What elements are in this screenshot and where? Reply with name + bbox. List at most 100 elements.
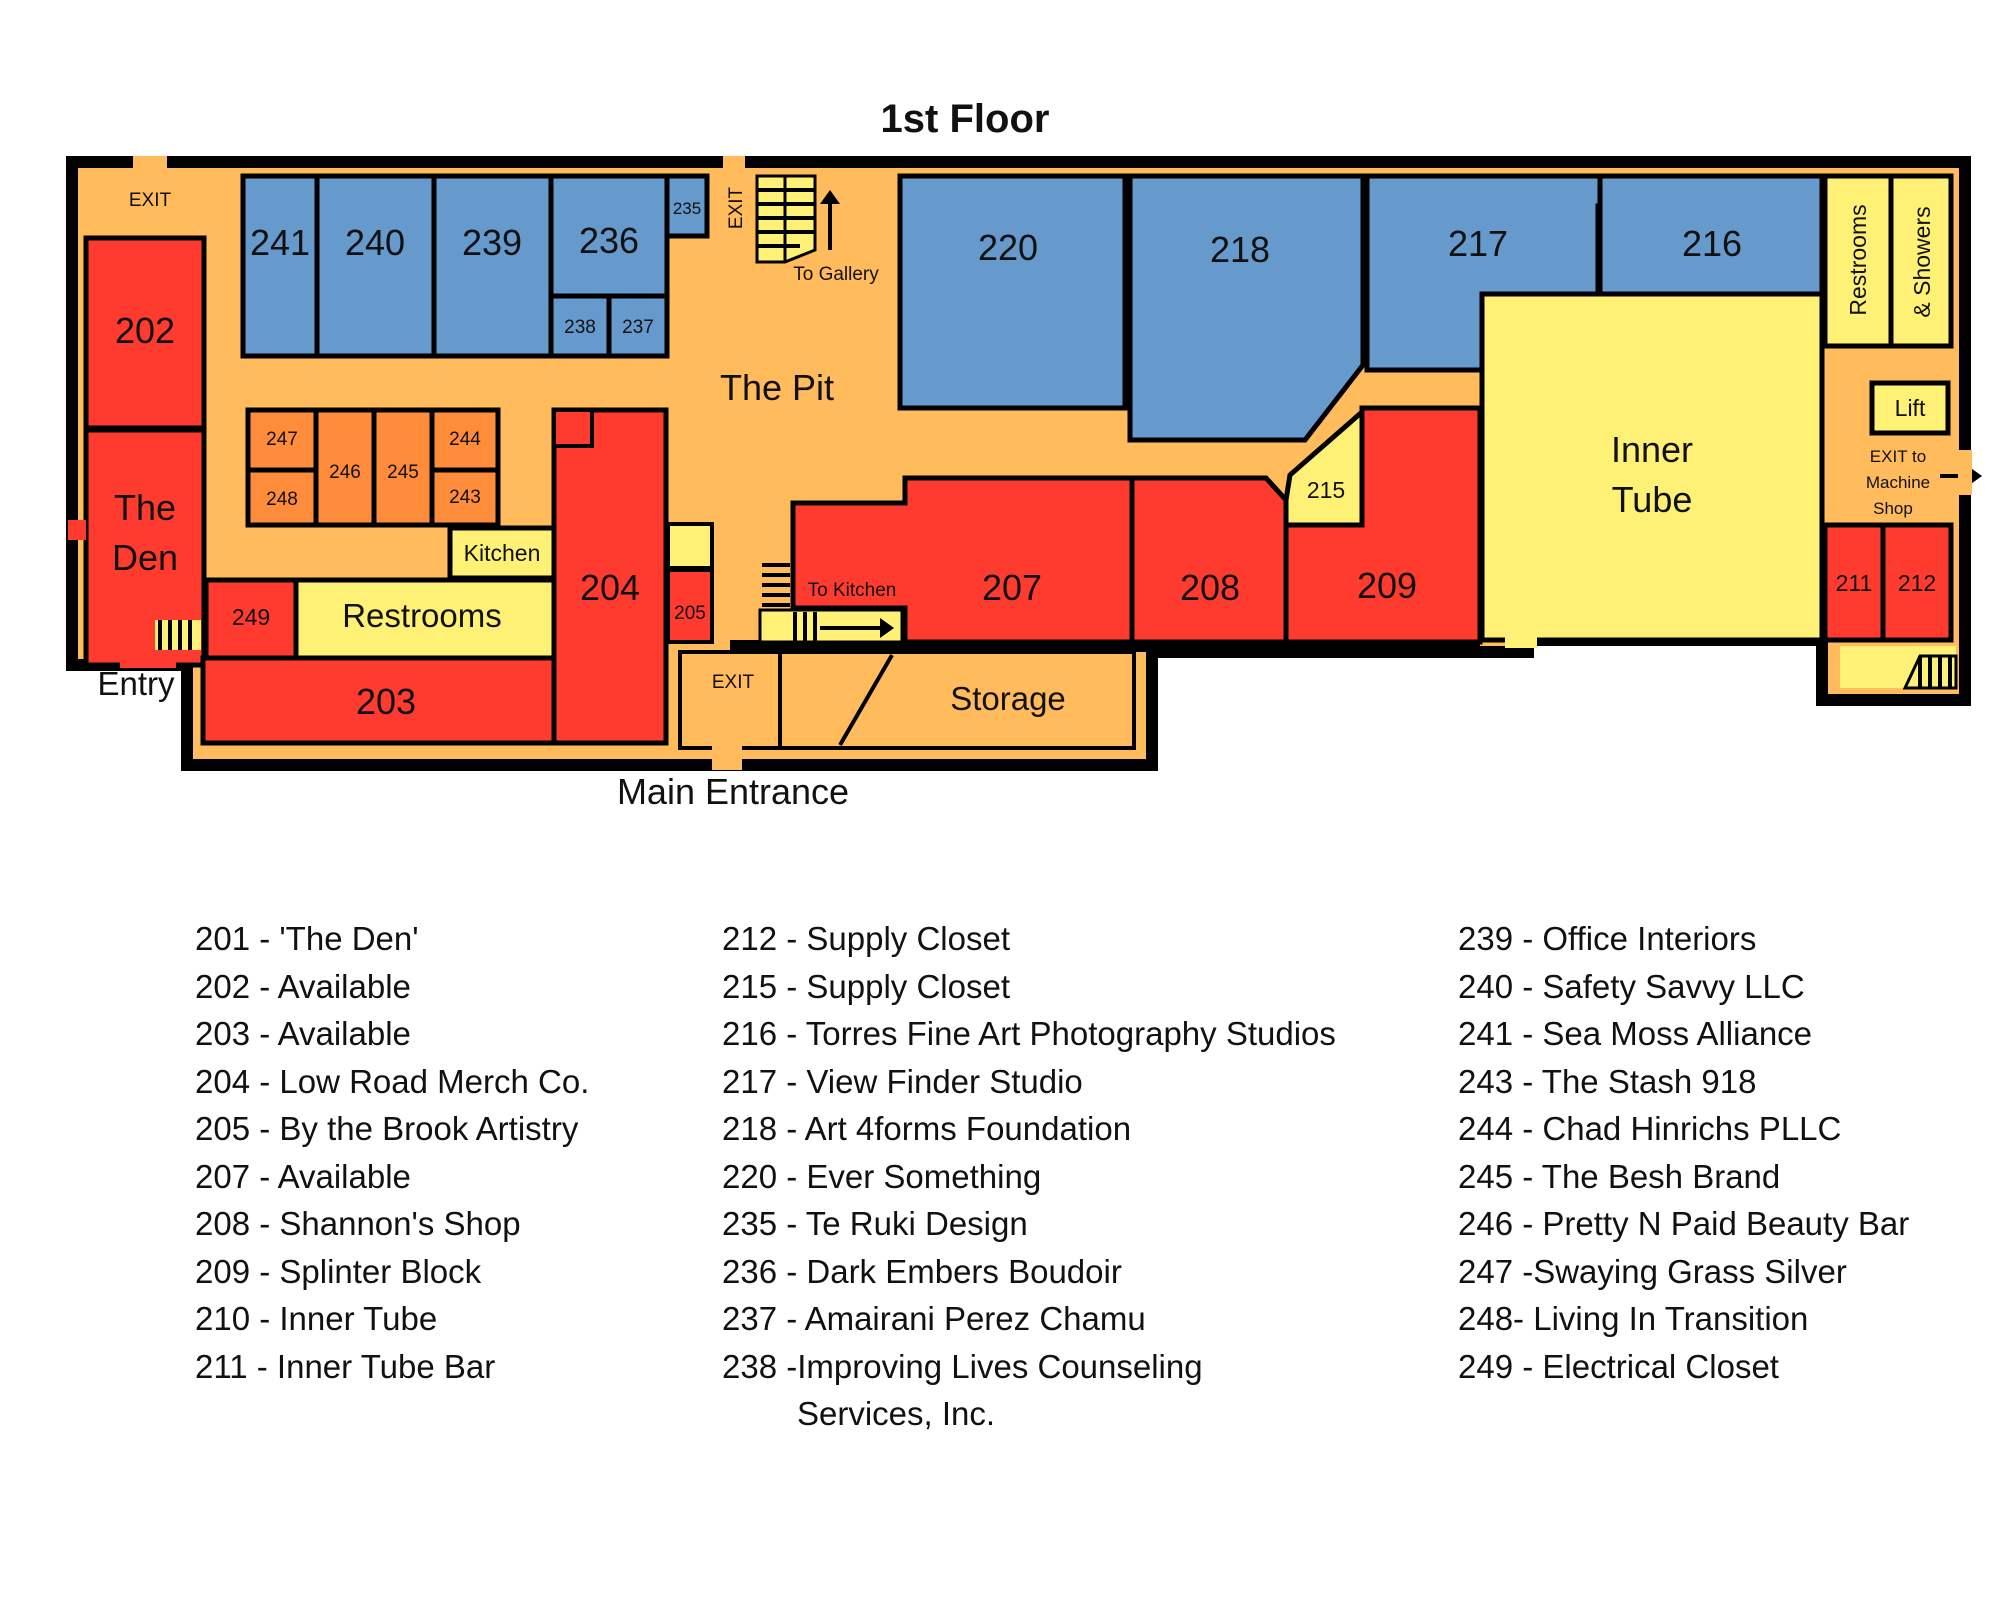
room-241[interactable] [240,173,320,359]
room-245-label: 245 [387,462,419,483]
room-220[interactable] [897,173,1128,411]
inner-tube-label-2: Tube [1612,479,1693,520]
legend-item: 210 - Inner Tube [195,1300,438,1337]
restrooms-right-label: Restrooms [1845,204,1871,315]
exit-top-left-label: EXIT [129,190,172,211]
to-gallery-label: To Gallery [793,264,879,285]
legend-item: 240 - Safety Savvy LLC [1458,967,1805,1005]
room-237[interactable] [606,293,670,359]
showers-right-label: & Showers [1909,206,1935,317]
lift[interactable] [1869,380,1951,436]
room-243[interactable] [429,467,501,528]
yellow-closet-205 [666,522,714,570]
gallery-stairs-icon [755,174,817,264]
room-208-label: 208 [1180,567,1240,608]
legend-item: 235 - Te Ruki Design [722,1205,1028,1242]
legend-item: 209 - Splinter Block [195,1252,482,1290]
room-240-label: 240 [345,222,405,263]
room-208[interactable] [1129,475,1289,645]
room-212-label: 212 [1898,570,1936,596]
storage-label: Storage [950,680,1066,717]
room-211[interactable] [1822,522,1886,643]
room-243-label: 243 [449,487,481,508]
room-216[interactable] [1597,173,1825,297]
room-205[interactable] [666,568,714,644]
legend-item: 201 - 'The Den' [195,920,419,957]
room-203-label: 203 [356,681,416,722]
exit-machine-label-3: Shop [1873,499,1913,518]
entry-label: Entry [97,665,175,702]
room-245[interactable] [371,407,435,528]
legend-item: 245 - The Besh Brand [1458,1157,1781,1195]
storage-divider [838,653,894,747]
room-204-alcove [552,408,594,448]
room-202[interactable] [83,235,207,431]
legend-item: 208 - Shannon's Shop [195,1205,521,1242]
stairs-bottom-right-icon [1840,646,1958,690]
room-218-label: 218 [1210,229,1270,270]
room-235-label: 235 [673,199,701,218]
room-202-label: 202 [115,310,175,351]
legend-item: 236 - Dark Embers Boudoir [722,1252,1122,1290]
room-203[interactable] [200,655,557,746]
legend-item: 239 - Office Interiors [1458,920,1757,957]
exit-machine-label-2: Machine [1866,473,1930,492]
legend-item: 212 - Supply Closet [722,920,1010,957]
room-248[interactable] [245,467,319,528]
legend-item: 241 - Sea Moss Alliance [1458,1015,1813,1052]
legend-item: 247 -Swaying Grass Silver [1458,1252,1847,1290]
legend-item-continuation: Services, Inc. [797,1395,996,1432]
exit-bottom-area[interactable] [678,650,782,750]
room-247-label: 247 [266,429,298,450]
den-side-door [68,520,86,540]
showers-right[interactable] [1888,173,1954,349]
legend-item: 202 - Available [195,967,411,1005]
room-238-label: 238 [564,317,596,338]
room-204[interactable] [551,407,669,746]
room-238[interactable] [548,293,612,359]
room-235[interactable] [664,173,710,239]
legend-item: 217 - View Finder Studio [722,1062,1083,1100]
room-244-label: 244 [449,429,481,450]
room-249-label: 249 [232,604,270,630]
room-207-label: 207 [982,567,1042,608]
legend-item: 246 - Pretty N Paid Beauty Bar [1458,1205,1910,1242]
legend-item: 244 - Chad Hinrichs PLLC [1458,1110,1842,1147]
room-246[interactable] [313,407,377,528]
legend-item: 204 - Low Road Merch Co. [195,1062,590,1100]
legend-item: 207 - Available [195,1157,411,1195]
inner-tube-label-1: Inner [1611,429,1693,470]
room-inner-tube[interactable] [1479,291,1825,643]
room-237-label: 237 [622,317,654,338]
room-212[interactable] [1880,522,1954,643]
kitchen-label: Kitchen [464,540,541,566]
restrooms-main-label: Restrooms [342,597,502,634]
restrooms-right[interactable] [1822,173,1894,349]
inner-tube-door [1505,634,1537,648]
to-kitchen-arrow-icon [820,618,894,638]
room-209-label: 209 [1357,565,1417,606]
exit-top-label: EXIT [726,186,747,229]
room-217-label: 217 [1448,223,1508,264]
machine-shop-door [1958,450,1972,495]
room-239[interactable] [431,173,554,359]
legend-item: 211 - Inner Tube Bar [195,1347,496,1385]
main-door-gap [716,640,730,652]
room-240[interactable] [314,173,437,359]
exit-machine-label-1: EXIT to [1870,447,1926,466]
room-236-label: 236 [579,220,639,261]
kitchen[interactable] [447,525,557,581]
room-218[interactable] [1127,173,1366,443]
entry-stairs-icon [155,620,201,650]
up-arrow-icon [820,190,840,250]
room-204-label: 204 [580,567,640,608]
storage[interactable] [778,650,1136,750]
to-kitchen-label: To Kitchen [808,580,897,601]
exit-top-left-door [133,156,167,168]
lift-label: Lift [1895,395,1926,421]
floor-title: 1st Floor [881,97,1050,141]
legend-col2: 212 - Supply Closet 215 - Supply Closet … [722,915,1336,1438]
room-209[interactable] [1283,405,1483,645]
main-entrance-door [712,740,742,770]
room-244[interactable] [429,407,501,473]
